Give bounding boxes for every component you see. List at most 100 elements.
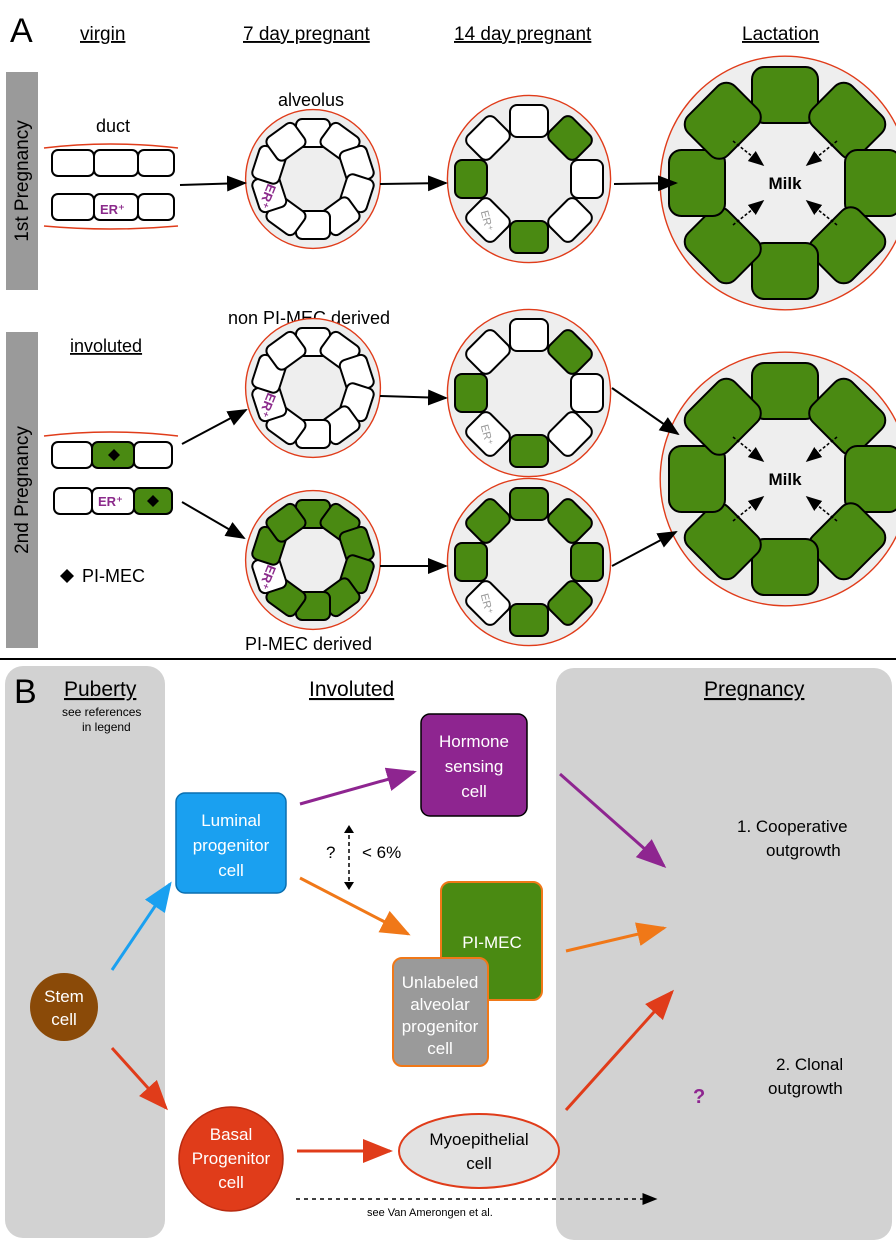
luminal-cell bbox=[465, 411, 511, 457]
green-cell bbox=[844, 149, 896, 217]
green-cell bbox=[808, 81, 887, 160]
green-cell bbox=[454, 159, 488, 199]
alveolus-lactation-r2 bbox=[659, 351, 896, 607]
green-cell bbox=[683, 206, 762, 285]
hormone-sensing-node bbox=[420, 713, 528, 817]
pimec-legend-label: PI-MEC bbox=[82, 566, 145, 586]
milk-secretion-arrow bbox=[732, 436, 765, 462]
cooperative-label-2: outgrowth bbox=[766, 841, 841, 860]
luminal-cell bbox=[547, 411, 593, 457]
arrow-pimec-coop bbox=[565, 922, 667, 953]
luminal-cell bbox=[465, 580, 511, 626]
pimec-label: PI-MEC bbox=[462, 933, 522, 952]
row1-label: 1st Pregnancy bbox=[12, 120, 33, 242]
row2-label: 2nd Pregnancy bbox=[12, 426, 33, 554]
green-cell bbox=[751, 242, 819, 300]
alveolus-lactation-r1 bbox=[659, 55, 896, 311]
col-header-virgin: virgin bbox=[80, 24, 125, 45]
green-cell bbox=[547, 115, 593, 161]
pregnancy-title: Pregnancy bbox=[704, 678, 805, 701]
green-cell bbox=[265, 502, 307, 543]
green-cell bbox=[547, 329, 593, 375]
arrow-stem-basal bbox=[110, 1046, 169, 1111]
col-header-7day: 7 day pregnant bbox=[243, 24, 370, 45]
luminal-cell bbox=[570, 373, 604, 413]
er-label: ER⁺ bbox=[100, 202, 125, 217]
milk-label: Milk bbox=[768, 470, 802, 489]
luminal-cell bbox=[570, 159, 604, 199]
er-label: ER⁺ bbox=[478, 423, 495, 447]
unlabeled-label-4: cell bbox=[427, 1039, 453, 1058]
myoepithelial-label-1: Myoepithelial bbox=[429, 1130, 528, 1149]
unlabeled-label-3: progenitor bbox=[402, 1017, 479, 1036]
green-cell bbox=[570, 542, 604, 582]
green-cell bbox=[683, 377, 762, 456]
pimec-derived-label: PI-MEC derived bbox=[245, 634, 372, 654]
cooperative-label-1: 1. Cooperative bbox=[737, 817, 848, 836]
question-mark: ? bbox=[326, 843, 335, 862]
basal-label-3: cell bbox=[218, 1173, 244, 1192]
milk-secretion-arrow bbox=[732, 496, 765, 522]
luminal-cell bbox=[465, 329, 511, 375]
pimec-legend-diamond bbox=[60, 569, 74, 583]
stem-cell-label-2: cell bbox=[51, 1010, 77, 1029]
col-header-lactation: Lactation bbox=[742, 24, 819, 45]
panel-a-letter: A bbox=[10, 12, 33, 50]
milk-secretion-arrow bbox=[805, 436, 838, 462]
milk-label: Milk bbox=[768, 174, 802, 193]
er-label: ER⁺ bbox=[478, 209, 495, 233]
green-cell bbox=[547, 498, 593, 544]
milk-secretion-arrow bbox=[805, 496, 838, 522]
duct-row1: ER⁺ bbox=[43, 143, 179, 230]
panel-b: B Puberty see references in legend Invol… bbox=[5, 666, 892, 1240]
green-cell bbox=[808, 377, 887, 456]
green-cell bbox=[454, 542, 488, 582]
alveolus-14day-nonpimec: ER⁺ bbox=[446, 308, 612, 478]
puberty-panel bbox=[5, 666, 165, 1238]
involuted-label: involuted bbox=[70, 336, 142, 356]
basal-label-2: Progenitor bbox=[192, 1149, 271, 1168]
green-cell bbox=[454, 373, 488, 413]
green-cell bbox=[683, 502, 762, 581]
percent-label: < 6% bbox=[362, 843, 401, 862]
green-cell bbox=[668, 445, 726, 513]
row1-sidebar bbox=[6, 72, 38, 290]
panel-b-letter: B bbox=[14, 673, 37, 711]
green-cell bbox=[509, 220, 549, 254]
alveolus-7day-nonpimec: ER⁺ bbox=[244, 317, 382, 459]
alveolus-label: alveolus bbox=[278, 90, 344, 110]
stem-cell-node bbox=[30, 973, 98, 1041]
luminal-cell bbox=[465, 115, 511, 161]
myoepithelial-label-2: cell bbox=[466, 1154, 492, 1173]
arrow-hormone-coop bbox=[559, 772, 667, 868]
puberty-note-1: see references bbox=[62, 705, 141, 719]
alveolus-7day-r1: ER⁺ bbox=[244, 108, 382, 250]
col-header-14day: 14 day pregnant bbox=[454, 24, 592, 45]
luminal-progenitor-node bbox=[175, 792, 287, 894]
puberty-note-2: in legend bbox=[82, 720, 131, 734]
green-cell bbox=[668, 149, 726, 217]
alveolus-14day-pimec: ER⁺ bbox=[446, 477, 612, 647]
row2-sidebar bbox=[6, 332, 38, 648]
arrow-luminal-hormone bbox=[299, 767, 417, 806]
unlabeled-progenitor-node bbox=[392, 957, 489, 1067]
clonal-label-2: outgrowth bbox=[768, 1079, 843, 1098]
clonal-question: ? bbox=[693, 1086, 705, 1108]
unlabeled-label-1: Unlabeled bbox=[402, 973, 479, 992]
green-cell bbox=[509, 603, 549, 637]
arrow-stem-luminal bbox=[110, 881, 172, 971]
luminal-cell bbox=[509, 104, 549, 138]
hormone-label-1: Hormone bbox=[439, 732, 509, 751]
er-label-row2: ER⁺ bbox=[98, 494, 123, 509]
luminal-cell bbox=[265, 330, 307, 371]
non-pimec-derived-label: non PI-MEC derived bbox=[228, 308, 390, 328]
arrow-luminal-pimec bbox=[299, 876, 411, 936]
pregnancy-panel bbox=[556, 668, 892, 1240]
green-cell bbox=[808, 206, 887, 285]
basal-progenitor-node bbox=[178, 1106, 284, 1212]
green-cell bbox=[509, 487, 549, 521]
er-label: ER⁺ bbox=[478, 592, 495, 616]
puberty-title: Puberty bbox=[64, 678, 137, 701]
green-cell bbox=[808, 502, 887, 581]
luminal-cell bbox=[547, 197, 593, 243]
